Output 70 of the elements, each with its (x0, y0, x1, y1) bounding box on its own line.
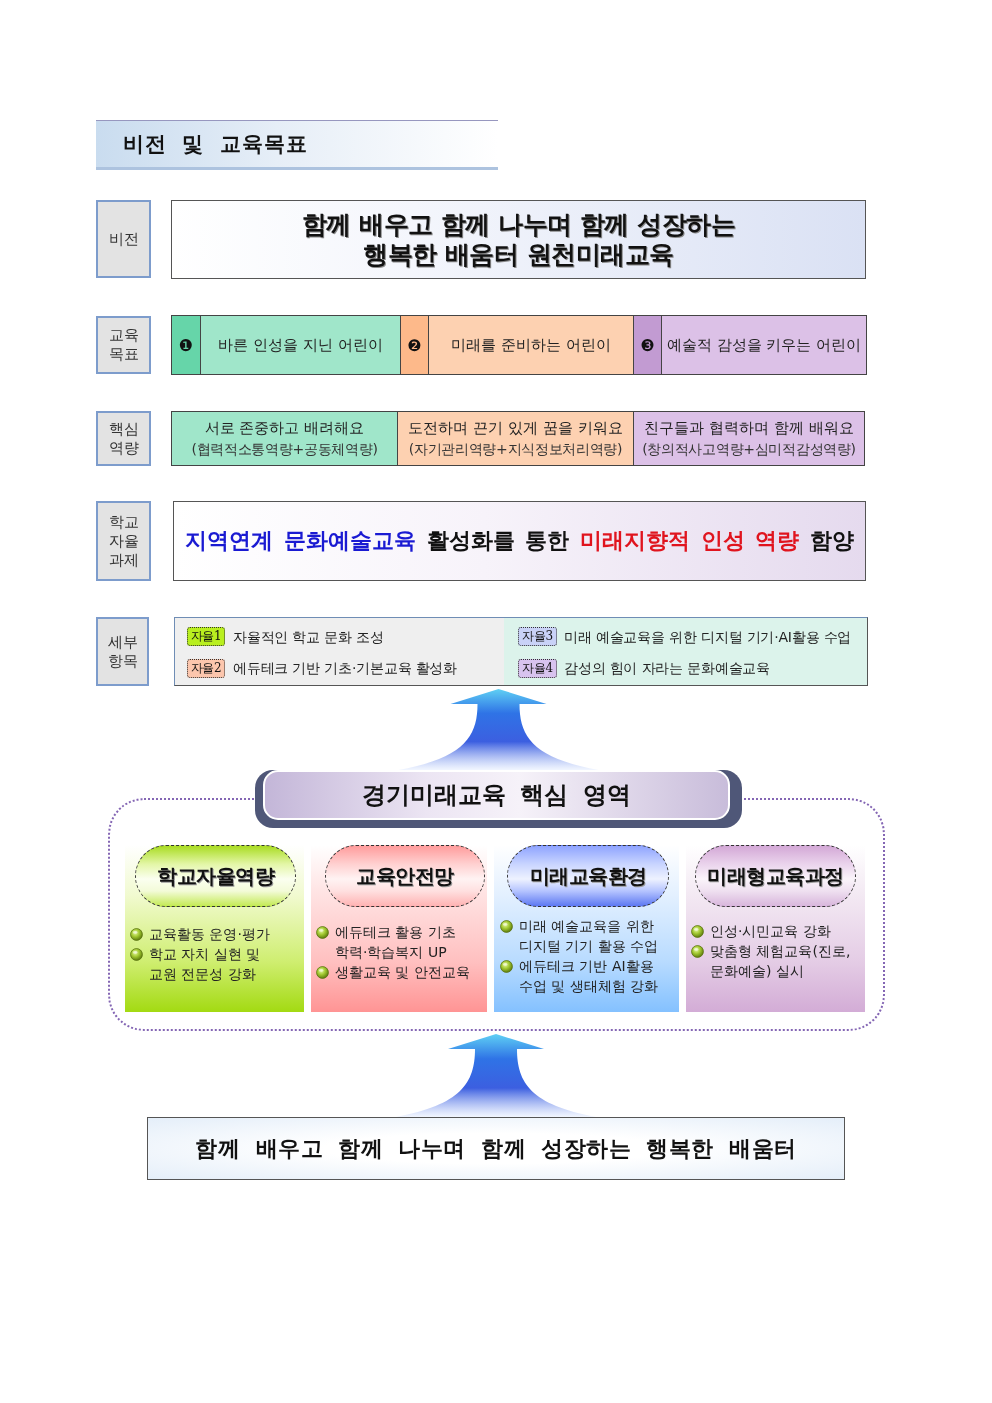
goal-cell (428, 315, 634, 375)
competency-cell (397, 411, 634, 466)
detail-panel (174, 617, 868, 686)
competency-title: 도전하며 끈기 있게 꿈을 키워요 (408, 417, 623, 439)
competency-detail: (협력적소통역량+공동체역량) (191, 439, 378, 459)
area-title: 학교자율역량 (157, 862, 274, 890)
row-label: 학교 자율 과제 (107, 512, 140, 570)
row-label-box (96, 316, 151, 374)
row-label-box (96, 411, 151, 466)
bullet-text: 학교 자치 실현 및 교원 전문성 강화 (149, 945, 262, 984)
row-label: 교육 목표 (107, 326, 140, 364)
area-title: 교육안전망 (356, 862, 454, 890)
bullet-text: 생활교육 및 안전교육 (335, 963, 471, 982)
section-header: 경기미래교육 핵심 영역 (362, 780, 631, 811)
number-cell (633, 315, 662, 375)
row-label-box (96, 617, 149, 686)
tag-badge (518, 627, 557, 646)
goal-text: 바른 인성을 지닌 어린이 (218, 335, 383, 355)
bullet-text: 에듀테크 활용 기초 학력·학습복지 UP (335, 923, 457, 962)
tag-label: 자율3 (522, 628, 553, 645)
row-label-box (96, 501, 151, 581)
vision-banner (171, 200, 866, 279)
area-column (125, 845, 304, 1012)
tag-label: 자율2 (190, 660, 222, 677)
competency-cell (171, 411, 398, 466)
bullet-text: 미래 예술교육을 위한 디지털 기기 활용 수업 (519, 917, 660, 956)
task-banner (173, 501, 866, 581)
detail-item-text: 미래 예술교육을 위한 디지털 기기·AI활용 수업 (564, 628, 852, 647)
goal-number: ❷ (407, 335, 422, 355)
goal-number: ❸ (640, 335, 655, 355)
area-title: 미래형교육과정 (707, 862, 844, 890)
row-label: 핵심 역량 (107, 419, 140, 458)
motto-text: 함께 배우고 함께 나누며 함께 성장하는 행복한 배움터 (195, 1134, 797, 1163)
arrow (398, 689, 599, 770)
goal-cell (200, 315, 401, 375)
detail-item-text: 자율적인 학교 문화 조성 (233, 628, 384, 647)
bullet-text: 에듀테크 기반 AI활용 수업 및 생태체험 강화 (519, 957, 660, 996)
tag-label: 자율1 (190, 628, 222, 645)
row-label: 비전 (108, 229, 139, 249)
goal-number: ❶ (178, 335, 194, 355)
area-column (494, 845, 679, 1012)
row-label-box (96, 200, 151, 278)
area-title-pill (325, 845, 485, 907)
goal-cell (661, 315, 867, 375)
area-column (686, 845, 865, 1012)
detail-item-text: 감성의 힘이 자라는 문화예술교육 (564, 659, 770, 678)
motto-banner (147, 1117, 845, 1180)
bullet-text: 맞춤형 체험교육(진로, 문화예술) 실시 (710, 942, 852, 981)
area-column (311, 845, 487, 1012)
goal-text: 미래를 준비하는 어린이 (451, 335, 611, 355)
section-header-bar (255, 770, 742, 828)
competency-detail: (자기관리역량+지식정보처리역량) (408, 439, 623, 459)
section-title: 비전 및 교육목표 (123, 131, 308, 158)
vision-statement: 함께 배우고 함께 나누며 함께 성장하는 행복한 배움터 원천미래교육 (301, 209, 736, 270)
bullet-text: 인성·시민교육 강화 (710, 922, 832, 941)
goal-text: 예술적 감성을 키우는 어린이 (666, 335, 862, 355)
detail-item-text: 에듀테크 기반 기초·기본교육 활성화 (233, 659, 457, 678)
task-statement: 지역연계 문화예술교육 활성화를 통한 미래지향적 인성 역량 함양 (185, 527, 854, 555)
row-label: 세부 항목 (106, 632, 139, 671)
number-cell (400, 315, 429, 375)
tag-label: 자율4 (522, 660, 553, 677)
bullet-text: 교육활동 운영·평가 (149, 925, 271, 944)
area-title: 미래교육환경 (529, 862, 647, 890)
tag-badge (518, 659, 557, 678)
competency-cell (633, 411, 865, 466)
arrow (396, 1034, 596, 1117)
competency-title: 서로 존중하고 배려해요 (204, 417, 365, 439)
competency-title: 친구들과 협력하며 함께 배워요 (644, 417, 854, 439)
number-cell (171, 315, 201, 375)
competency-detail: (창의적사고역량+심미적감성역량) (642, 439, 856, 459)
